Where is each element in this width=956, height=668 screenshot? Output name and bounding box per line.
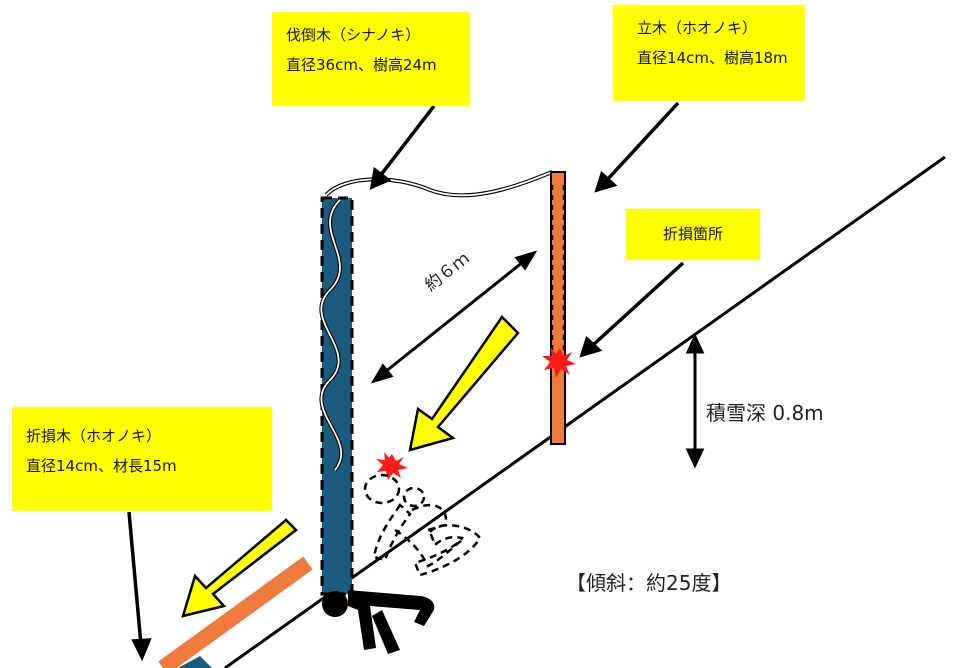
- felled-tree-leader-head: [369, 166, 392, 190]
- break-point-callout: 折損箇所: [626, 209, 760, 260]
- snow-depth-double-arrow: [685, 333, 705, 469]
- snow-depth-label: 積雪深 0.8m: [706, 401, 824, 425]
- broken-tree-title: 折損木（ホオノキ）: [26, 427, 162, 445]
- standing-tree-leader-arrow: [605, 101, 680, 182]
- felled-tree-leader-arrow: [378, 104, 436, 178]
- vine-white: [320, 171, 563, 471]
- standing-tree-detail: 直径14cm、樹高18m: [637, 49, 788, 67]
- standing-tree-callout: 立木（ホオノキ） 直径14cm、樹高18m: [613, 5, 805, 101]
- felled-tree-detail: 直径36cm、樹高24m: [286, 56, 437, 74]
- standing-tree-title: 立木（ホオノキ）: [637, 19, 758, 37]
- break-point-leader-head: [579, 335, 603, 358]
- break-point-leader-arrow: [591, 261, 685, 347]
- vine-black: [319, 170, 564, 472]
- break-impact-burst: [542, 347, 576, 378]
- felled-tree-callout: 伐倒木（シナノキ） 直径36cm、樹高24m: [272, 12, 470, 106]
- fall-direction-arrow-upper: [408, 315, 520, 452]
- break-point-title: 折損箇所: [662, 225, 723, 243]
- broken-tree-leader-head: [131, 638, 152, 662]
- broken-tree-callout: 折損木（ホオノキ） 直径14cm、材長15m: [12, 407, 272, 511]
- fall-direction-arrow-lower: [181, 518, 298, 618]
- distance-double-arrow: [370, 250, 538, 384]
- broken-tree-detail: 直径14cm、材長15m: [26, 457, 177, 475]
- worker-silhouette: [322, 590, 435, 654]
- broken-tree-end: [178, 656, 212, 668]
- worker-motion-outline: [363, 473, 482, 577]
- standing-tree-leader-head: [594, 170, 618, 193]
- broken-tree-trunk: [158, 556, 313, 668]
- felled-tree-title: 伐倒木（シナノキ）: [286, 26, 421, 44]
- broken-tree-leader-arrow: [127, 511, 143, 646]
- head-impact-burst: [376, 452, 408, 480]
- slope-label: 【傾斜：約25度】: [566, 571, 732, 595]
